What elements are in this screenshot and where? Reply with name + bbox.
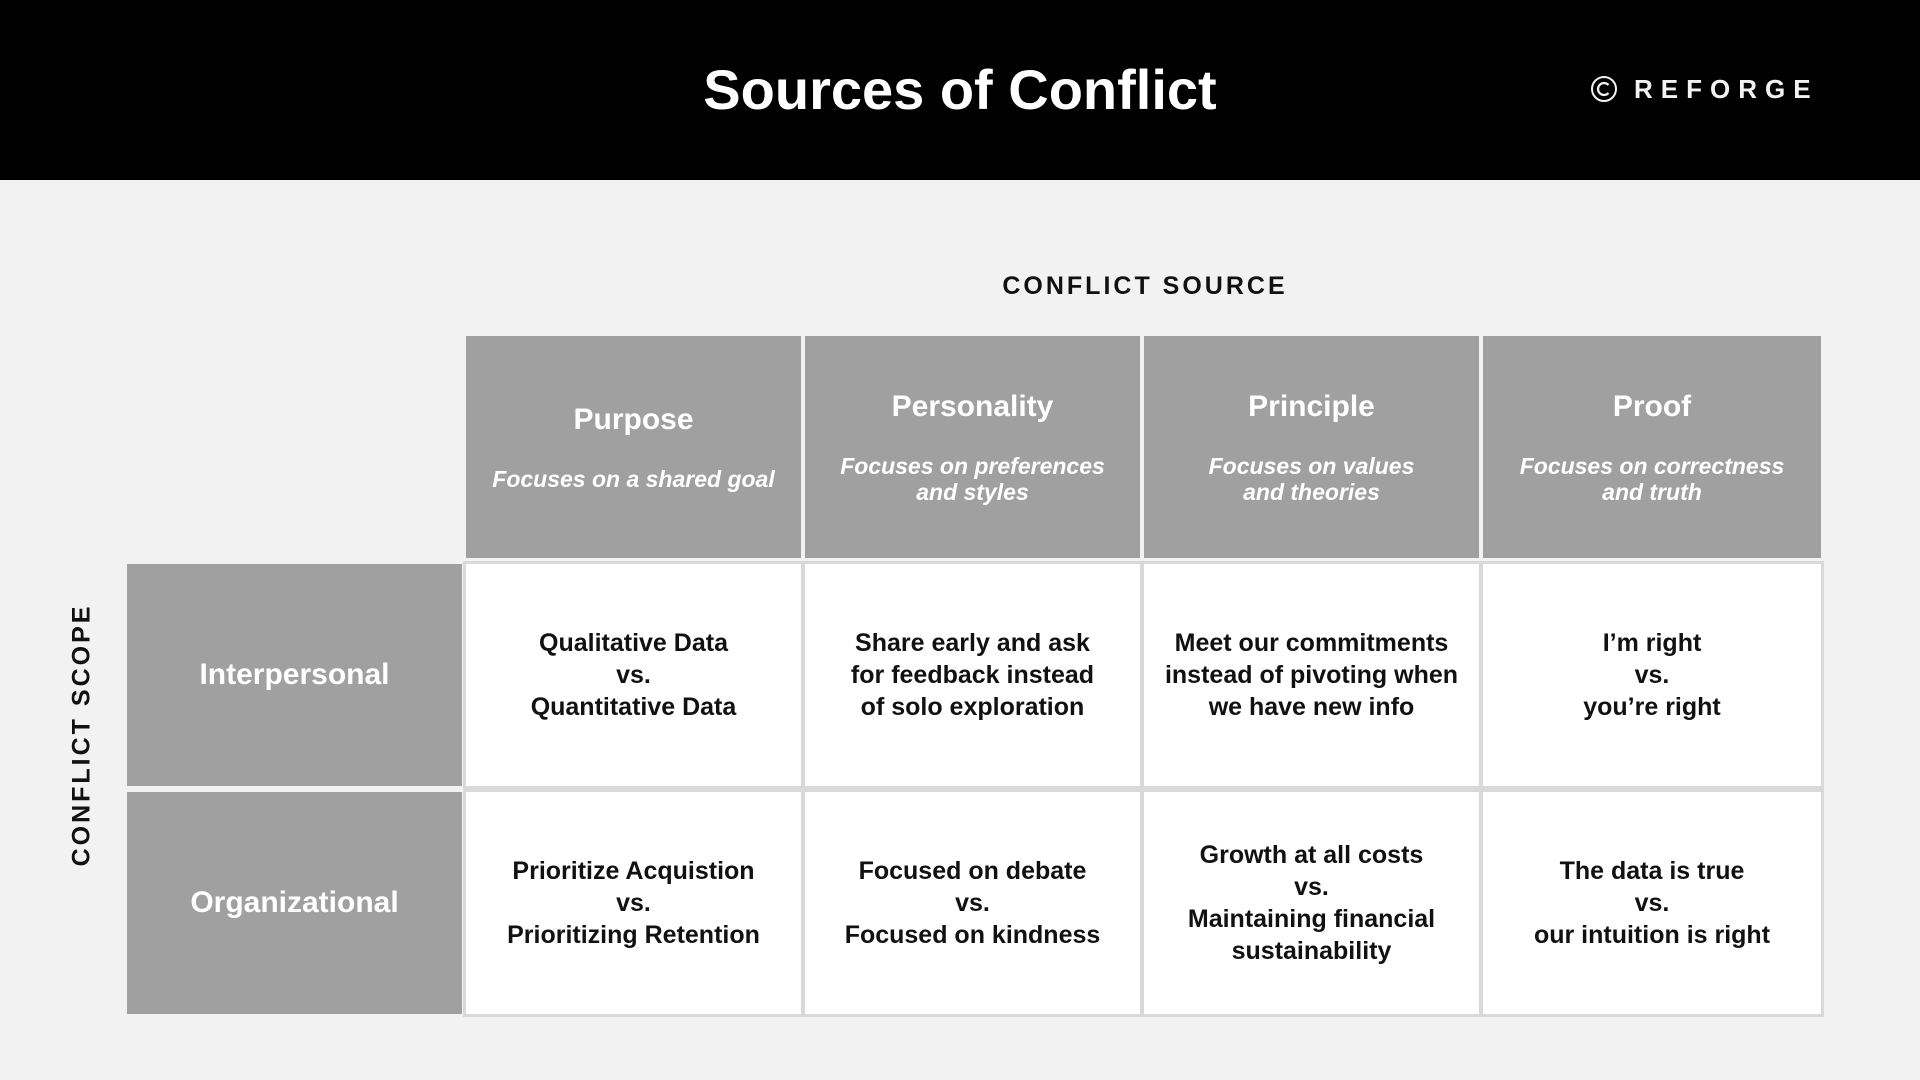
- matrix-cell: I’m right vs. you’re right: [1483, 564, 1821, 786]
- column-title: Proof: [1612, 390, 1692, 423]
- column-header-personality: Personality Focuses on preferences and s…: [805, 336, 1140, 558]
- row-axis-label: CONFLICT SCOPE: [67, 603, 96, 867]
- brand-name: REFORGE: [1634, 73, 1819, 104]
- circle-c-icon: [1590, 75, 1618, 103]
- matrix-cell: Growth at all costs vs. Maintaining fina…: [1144, 792, 1479, 1014]
- matrix-corner: [127, 336, 462, 558]
- column-subtitle: Focuses on values and theories: [1208, 453, 1415, 505]
- matrix-cell: Share early and ask for feedback instead…: [805, 564, 1140, 786]
- column-header-principle: Principle Focuses on values and theories: [1144, 336, 1479, 558]
- row-header-interpersonal: Interpersonal: [127, 564, 462, 786]
- column-subtitle: Focuses on correctness and truth: [1519, 453, 1785, 505]
- column-subtitle: Focuses on a shared goal: [492, 466, 775, 492]
- column-title: Purpose: [573, 403, 694, 436]
- row-header-organizational: Organizational: [127, 792, 462, 1014]
- header-bar: Sources of Conflict REFORGE: [0, 0, 1920, 180]
- matrix-cell: Qualitative Data vs. Quantitative Data: [466, 564, 801, 786]
- matrix-cell: Meet our commitments instead of pivoting…: [1144, 564, 1479, 786]
- column-subtitle: Focuses on preferences and styles: [840, 453, 1105, 505]
- matrix-cell: Focused on debate vs. Focused on kindnes…: [805, 792, 1140, 1014]
- column-header-purpose: Purpose Focuses on a shared goal: [466, 336, 801, 558]
- page-title: Sources of Conflict: [703, 58, 1217, 121]
- matrix-cell: The data is true vs. our intuition is ri…: [1483, 792, 1821, 1014]
- column-axis-label: CONFLICT SOURCE: [1002, 272, 1288, 300]
- column-title: Principle: [1248, 390, 1375, 423]
- column-title: Personality: [891, 390, 1054, 423]
- brand-logo: REFORGE: [1590, 72, 1819, 106]
- conflict-matrix: Purpose Focuses on a shared goal Persona…: [127, 336, 1825, 1014]
- column-header-proof: Proof Focuses on correctness and truth: [1483, 336, 1821, 558]
- matrix-cell: Prioritize Acquistion vs. Prioritizing R…: [466, 792, 801, 1014]
